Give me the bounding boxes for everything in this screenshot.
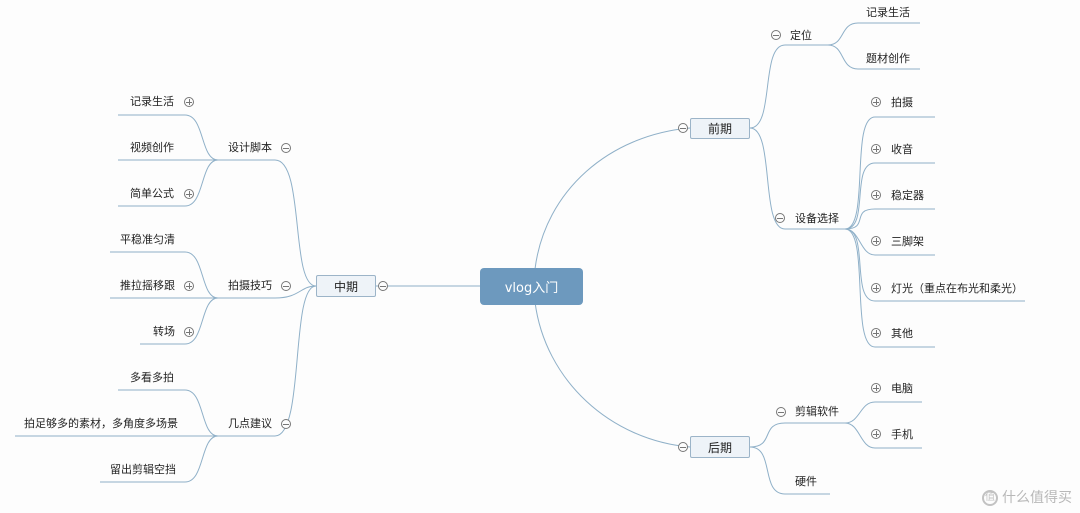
collapse-toggle-pre[interactable] <box>678 123 688 133</box>
expand-toggle-equip-1[interactable] <box>871 97 881 107</box>
edge-advice-3 <box>100 435 219 483</box>
expand-toggle-script-1[interactable] <box>184 97 194 107</box>
collapse-toggle-equipment[interactable] <box>775 213 785 223</box>
node-positioning[interactable]: 定位 <box>790 29 812 42</box>
collapse-toggle-technique[interactable] <box>281 281 291 291</box>
node-post[interactable]: 后期 <box>690 436 750 458</box>
node-equip-4[interactable]: 三脚架 <box>891 235 924 248</box>
edge-equip-6 <box>844 228 935 348</box>
node-technique-1[interactable]: 平稳准匀清 <box>120 233 175 246</box>
node-script[interactable]: 设计脚本 <box>228 141 272 154</box>
node-software-1[interactable]: 电脑 <box>891 382 913 395</box>
node-positioning-2[interactable]: 题材创作 <box>866 52 910 65</box>
expand-toggle-equip-6[interactable] <box>871 328 881 338</box>
node-technique-2[interactable]: 推拉摇移跟 <box>120 279 175 292</box>
collapse-toggle-advice[interactable] <box>281 419 291 429</box>
edge-equip-5 <box>844 228 1025 302</box>
node-software[interactable]: 剪辑软件 <box>795 405 839 418</box>
expand-toggle-equip-4[interactable] <box>871 236 881 246</box>
collapse-toggle-mid[interactable] <box>378 281 388 291</box>
edge-equip-3 <box>844 208 935 230</box>
expand-toggle-technique-2[interactable] <box>184 281 194 291</box>
node-positioning-1[interactable]: 记录生活 <box>866 6 910 19</box>
collapse-toggle-post[interactable] <box>678 442 688 452</box>
edge-script-1 <box>118 114 219 161</box>
node-equip-2[interactable]: 收音 <box>891 143 913 156</box>
node-equip-3[interactable]: 稳定器 <box>891 189 924 202</box>
node-hardware[interactable]: 硬件 <box>795 475 817 488</box>
expand-toggle-script-3[interactable] <box>184 189 194 199</box>
edge-root-post <box>534 301 691 448</box>
edge-post-software <box>749 422 845 448</box>
node-script-3[interactable]: 简单公式 <box>130 187 174 200</box>
node-advice-3[interactable]: 留出剪辑空挡 <box>110 463 176 476</box>
edge-mid-script <box>218 159 317 287</box>
expand-toggle-software-1[interactable] <box>871 383 881 393</box>
node-advice-2[interactable]: 拍足够多的素材，多角度多场景 <box>24 417 178 430</box>
edge-mid-technique <box>218 285 317 299</box>
edge-technique-3 <box>140 297 219 345</box>
node-script-2[interactable]: 视频创作 <box>130 141 174 154</box>
expand-toggle-equip-5[interactable] <box>871 283 881 293</box>
node-mid[interactable]: 中期 <box>316 275 376 297</box>
edge-technique-1 <box>110 251 219 299</box>
edge-software-2 <box>844 422 922 449</box>
edge-pre-positioning <box>749 44 828 129</box>
expand-toggle-software-2[interactable] <box>871 429 881 439</box>
node-technique[interactable]: 拍摄技巧 <box>228 279 272 292</box>
node-equip-6[interactable]: 其他 <box>891 327 913 340</box>
edge-pre-equipment <box>749 127 845 230</box>
node-equipment[interactable]: 设备选择 <box>795 212 839 225</box>
node-script-1[interactable]: 记录生活 <box>130 95 174 108</box>
node-equip-5[interactable]: 灯光（重点在布光和柔光） <box>891 282 1023 295</box>
root-node[interactable]: vlog入门 <box>480 268 583 305</box>
expand-toggle-equip-3[interactable] <box>871 190 881 200</box>
expand-toggle-equip-2[interactable] <box>871 144 881 154</box>
edge-advice-1 <box>118 389 219 437</box>
edge-positioning-1 <box>827 22 920 46</box>
collapse-toggle-positioning[interactable] <box>771 30 781 40</box>
edge-positioning-2 <box>827 44 920 70</box>
node-software-2[interactable]: 手机 <box>891 428 913 441</box>
edge-software-1 <box>844 401 922 424</box>
edge-root-pre <box>534 127 691 270</box>
collapse-toggle-software[interactable] <box>776 407 786 417</box>
node-technique-3[interactable]: 转场 <box>153 325 175 338</box>
collapse-toggle-script[interactable] <box>281 143 291 153</box>
edge-equip-1 <box>844 116 935 230</box>
node-equip-1[interactable]: 拍摄 <box>891 96 913 109</box>
edge-equip-2 <box>844 162 935 230</box>
edge-mid-advice <box>218 285 317 437</box>
expand-toggle-technique-3[interactable] <box>184 327 194 337</box>
node-pre[interactable]: 前期 <box>690 118 750 139</box>
watermark: 值什么值得买 <box>982 487 1072 507</box>
watermark-logo-icon: 值 <box>982 490 998 506</box>
node-advice-1[interactable]: 多看多拍 <box>130 371 174 384</box>
edge-post-hardware <box>749 446 830 495</box>
edge-script-3 <box>118 159 219 207</box>
node-advice[interactable]: 几点建议 <box>228 417 272 430</box>
